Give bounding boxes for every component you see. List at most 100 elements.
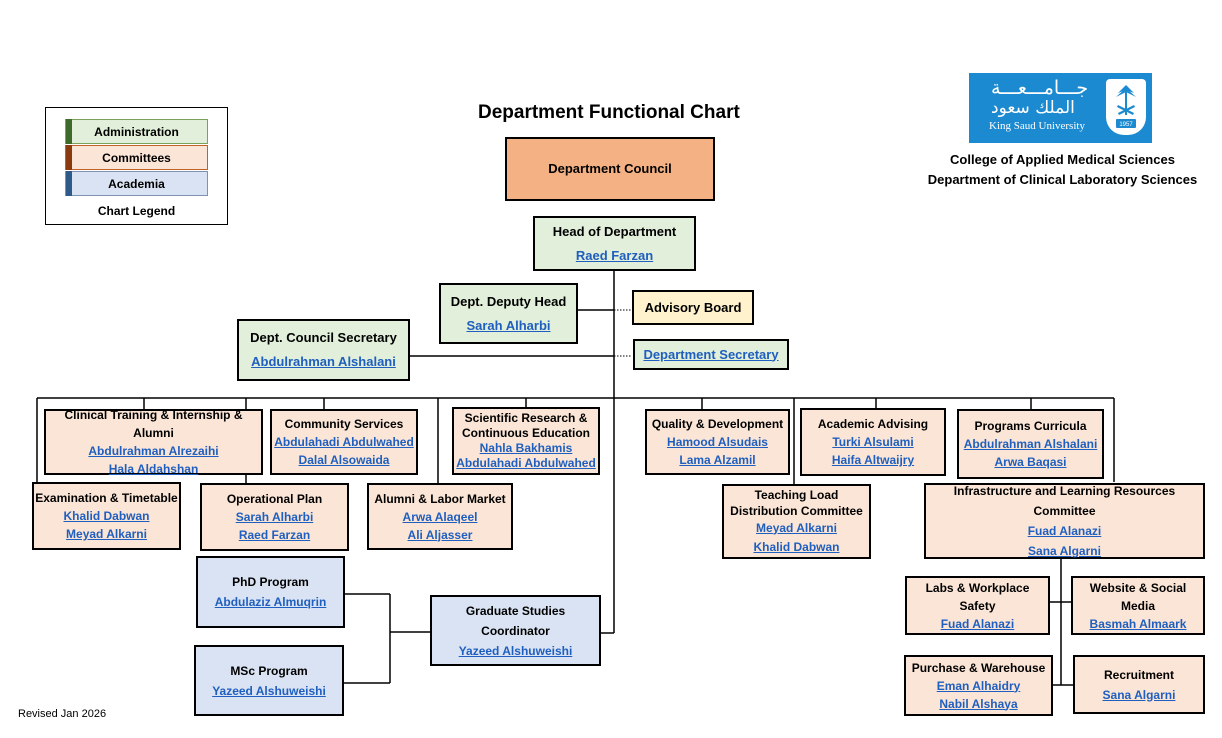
- deputy-head-box: Dept. Deputy Head Sarah Alharbi: [439, 283, 578, 344]
- box-title: Advisory Board: [644, 299, 742, 315]
- legend-caption: Chart Legend: [97, 204, 176, 218]
- university-logo: جـــامـــعـــة الملك سعود King Saud Univ…: [969, 73, 1152, 143]
- person-link[interactable]: Raed Farzan: [575, 247, 654, 263]
- committee-labs-safety: Labs & Workplace Safety Fuad Alanazi: [905, 576, 1050, 635]
- person-link[interactable]: Khalid Dabwan: [63, 509, 150, 523]
- person-link[interactable]: Abdulrahman Alshalani: [963, 437, 1098, 451]
- box-title: Examination & Timetable: [35, 491, 178, 505]
- legend-swatch: [66, 145, 72, 170]
- person-link[interactable]: Sarah Alharbi: [466, 317, 551, 333]
- person-link[interactable]: Sana Algarni: [1028, 544, 1101, 558]
- person-link[interactable]: Abdulaziz Almuqrin: [214, 595, 327, 609]
- chart-title: Department Functional Chart: [478, 102, 740, 123]
- committee-examination-timetable: Examination & Timetable Khalid Dabwan Me…: [32, 482, 181, 550]
- department-name: Department of Clinical Laboratory Scienc…: [927, 172, 1198, 187]
- box-title: Operational Plan: [226, 492, 323, 506]
- phd-program-box: PhD Program Abdulaziz Almuqrin: [196, 556, 345, 628]
- legend-label: Committees: [102, 150, 171, 165]
- committee-website-social-media: Website & Social Media Basmah Almaark: [1071, 576, 1205, 635]
- box-title: Head of Department: [552, 223, 677, 239]
- person-link[interactable]: Fuad Alanazi: [940, 616, 1015, 631]
- person-link[interactable]: Lama Alzamil: [679, 453, 756, 467]
- head-of-department-box: Head of Department Raed Farzan: [533, 216, 696, 271]
- chart-legend: Administration Committees Academia Chart…: [45, 107, 228, 225]
- department-secretary-box: Department Secretary: [633, 339, 789, 370]
- box-title: Alumni & Labor Market: [374, 491, 506, 506]
- person-link[interactable]: Abdulrahman Alrezaihi: [88, 444, 219, 458]
- legend-swatch: [66, 119, 72, 144]
- person-link[interactable]: Yazeed Alshuweishi: [212, 683, 326, 698]
- box-title: Labs & Workplace Safety: [925, 580, 1030, 613]
- person-link[interactable]: Abdulahadi Abdulwahed: [456, 456, 596, 470]
- council-secretary-box: Dept. Council Secretary Abdulrahman Alsh…: [237, 319, 410, 381]
- person-link[interactable]: Basmah Almaark: [1089, 616, 1187, 631]
- committee-operational-plan: Operational Plan Sarah Alharbi Raed Farz…: [200, 483, 349, 551]
- box-title: Graduate Studies Coordinator: [465, 603, 566, 638]
- person-link[interactable]: Yazeed Alshuweishi: [458, 643, 573, 658]
- legend-item-committees: Committees: [65, 145, 208, 170]
- graduate-coordinator-box: Graduate Studies Coordinator Yazeed Alsh…: [430, 595, 601, 666]
- box-title: MSc Program: [230, 663, 308, 678]
- logo-arabic-line2: الملك سعود: [991, 98, 1075, 118]
- box-title: Academic Advising: [817, 417, 929, 431]
- committee-quality-development: Quality & Development Hamood Alsudais La…: [645, 409, 790, 475]
- box-title: Website & Social Media: [1089, 580, 1187, 613]
- person-link[interactable]: Turki Alsulami: [832, 435, 914, 449]
- committee-teaching-load: Teaching Load Distribution Committee Mey…: [722, 484, 871, 559]
- person-link[interactable]: Meyad Alkarni: [756, 520, 837, 535]
- college-name: College of Applied Medical Sciences: [950, 152, 1175, 167]
- department-secretary-link[interactable]: Department Secretary: [643, 346, 779, 362]
- person-link[interactable]: Nabil Alshaya: [939, 696, 1018, 711]
- committee-purchase-warehouse: Purchase & Warehouse Eman Alhaidry Nabil…: [904, 655, 1053, 716]
- committee-clinical-training: Clinical Training & Internship & Alumni …: [44, 408, 263, 476]
- person-link[interactable]: Sana Algarni: [1102, 687, 1176, 702]
- svg-text:1957: 1957: [1119, 122, 1133, 128]
- legend-swatch: [66, 171, 72, 196]
- box-title: Recruitment: [1103, 667, 1174, 682]
- person-link[interactable]: Sarah Alharbi: [235, 510, 314, 524]
- person-link[interactable]: Nahla Bakhamis: [479, 441, 573, 455]
- legend-label: Administration: [94, 124, 179, 139]
- box-title: Teaching Load Distribution Committee: [730, 487, 863, 518]
- person-link[interactable]: Eman Alhaidry: [936, 678, 1021, 693]
- committee-recruitment: Recruitment Sana Algarni: [1073, 655, 1205, 714]
- person-link[interactable]: Khalid Dabwan: [753, 539, 840, 554]
- department-council-box: Department Council: [505, 137, 715, 201]
- person-link[interactable]: Abdulrahman Alshalani: [251, 354, 396, 369]
- box-title: Dept. Deputy Head: [450, 293, 567, 309]
- legend-item-administration: Administration: [65, 119, 208, 144]
- box-title: PhD Program: [232, 575, 309, 589]
- person-link[interactable]: Fuad Alanazi: [1027, 524, 1102, 538]
- box-title: Quality & Development: [651, 417, 784, 431]
- person-link[interactable]: Hamood Alsudais: [667, 435, 768, 449]
- person-link[interactable]: Raed Farzan: [238, 528, 311, 542]
- box-title: Clinical Training & Internship & Alumni: [64, 408, 243, 440]
- person-link[interactable]: Abdulahadi Abdulwahed: [274, 435, 414, 449]
- legend-item-academia: Academia: [65, 171, 208, 196]
- person-link[interactable]: Ali Aljasser: [407, 527, 473, 542]
- person-link[interactable]: Arwa Alaqeel: [402, 509, 478, 524]
- legend-label: Academia: [108, 176, 165, 191]
- person-link[interactable]: Haifa Altwaijry: [831, 453, 915, 467]
- committee-academic-advising: Academic Advising Turki Alsulami Haifa A…: [800, 408, 946, 476]
- palm-emblem-icon: 1957: [1106, 79, 1146, 135]
- committee-programs-curricula: Programs Curricula Abdulrahman Alshalani…: [957, 409, 1104, 479]
- advisory-board-box: Advisory Board: [632, 290, 754, 325]
- committee-community-services: Community Services Abdulahadi Abdulwahed…: [270, 409, 418, 475]
- committee-scientific-research: Scientific Research & Continuous Educati…: [452, 407, 600, 475]
- logo-english-name: King Saud University: [989, 120, 1085, 132]
- person-link[interactable]: Meyad Alkarni: [66, 527, 147, 541]
- person-link[interactable]: Hala Aldahshan: [108, 462, 199, 476]
- box-title: Dept. Council Secretary: [250, 330, 397, 345]
- box-title: Department Council: [548, 161, 672, 176]
- revision-date: Revised Jan 2026: [18, 708, 107, 720]
- committee-alumni-labor-market: Alumni & Labor Market Arwa Alaqeel Ali A…: [367, 483, 513, 550]
- person-link[interactable]: Dalal Alsowaida: [298, 453, 390, 467]
- committee-infrastructure: Infrastructure and Learning Resources Co…: [924, 483, 1205, 559]
- box-title: Scientific Research & Continuous Educati…: [462, 411, 590, 440]
- person-link[interactable]: Arwa Baqasi: [994, 455, 1067, 469]
- box-title: Programs Curricula: [974, 419, 1087, 433]
- msc-program-box: MSc Program Yazeed Alshuweishi: [194, 645, 344, 716]
- box-title: Purchase & Warehouse: [911, 660, 1046, 675]
